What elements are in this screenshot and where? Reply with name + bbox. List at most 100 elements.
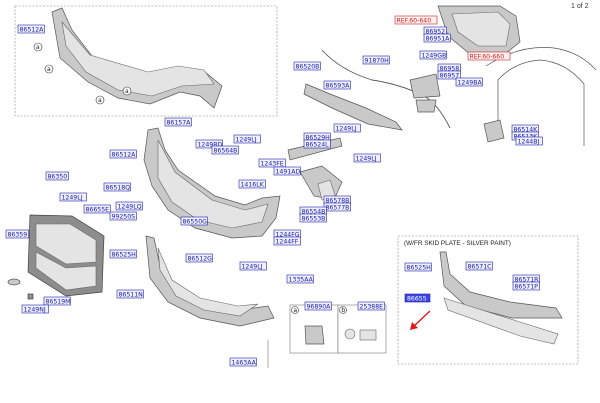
part-label-box <box>109 211 137 221</box>
part-label-86350[interactable]: 86350 <box>45 171 69 181</box>
part-label-box <box>333 123 361 133</box>
part-label-ref.60-640[interactable]: REF.60-640 <box>394 15 438 24</box>
part-label-86519m[interactable]: 86519M <box>43 296 71 305</box>
part-label-86157a[interactable]: 86157A <box>164 117 192 126</box>
highlighted-part-label[interactable]: 86655 <box>404 293 431 302</box>
part-label-text: 86554B <box>302 208 326 215</box>
part-label-box <box>437 70 461 80</box>
part-label-1463aa[interactable]: 1463AA <box>229 357 257 366</box>
part-label-86525h[interactable]: 86525H <box>109 249 137 258</box>
part-label-box <box>353 153 381 163</box>
part-label-86512g[interactable]: 86512G <box>185 253 213 263</box>
part-label-1416lk[interactable]: 1416LK <box>238 179 266 189</box>
part-label-text: 1249BA <box>458 79 483 86</box>
part-label-text: 86350 <box>48 173 68 180</box>
part-label-text: 86359 <box>8 231 28 238</box>
part-label-1335aa[interactable]: 1335AA <box>286 274 314 284</box>
part-label-box <box>304 301 332 311</box>
part-label-text: 1249LQ <box>118 203 142 210</box>
part-label-86577b[interactable]: 86577B <box>323 202 351 211</box>
part-label-text: 1335AA <box>289 276 314 283</box>
part-label-box <box>303 139 331 149</box>
part-label-box <box>238 179 266 189</box>
part-label-box <box>404 262 432 272</box>
part-label-text: 1249NJ <box>24 306 46 313</box>
part-label-1249lj[interactable]: 1249LJ <box>353 153 381 163</box>
part-label-1249nj[interactable]: 1249NJ <box>21 304 49 313</box>
part-label-86512a[interactable]: 86512A <box>109 149 137 159</box>
part-label-1249lj[interactable]: 1249LJ <box>59 192 87 201</box>
bumper-cover-illustration <box>143 127 281 239</box>
part-label-86359[interactable]: 86359 <box>5 229 29 238</box>
part-label-1491ad[interactable]: 1491AD <box>273 166 301 175</box>
part-label-86550g[interactable]: 86550G <box>180 216 208 225</box>
part-label-86511n[interactable]: 86511N <box>116 289 144 298</box>
part-label-1244bj[interactable]: 1244BJ <box>515 136 543 145</box>
part-label-box <box>286 274 314 284</box>
part-label-86525h[interactable]: 86525H <box>404 262 432 272</box>
part-label-text: 86518Q <box>106 184 131 191</box>
part-label-1249bd[interactable]: 1249BD <box>195 139 223 148</box>
part-label-text: 86512G <box>188 255 213 262</box>
svg-text:a: a <box>36 44 40 51</box>
part-label-86593a[interactable]: 86593A <box>323 80 351 90</box>
svg-text:a: a <box>125 88 129 95</box>
part-label-box <box>185 253 213 263</box>
wiring-harness-illustration <box>303 49 451 131</box>
svg-text:b: b <box>341 307 345 314</box>
part-label-1249lj[interactable]: 1249LJ <box>239 261 267 270</box>
part-label-text: 86957 <box>440 72 460 79</box>
part-label-box <box>323 80 351 90</box>
part-label-text: 1249LJ <box>242 263 263 270</box>
clip-icon <box>27 293 34 300</box>
callout-a-1 <box>33 42 43 52</box>
part-label-box <box>109 149 137 159</box>
part-label-text: 86529H <box>306 134 331 141</box>
part-label-99250s[interactable]: 99250S <box>109 211 137 221</box>
part-label-1244ff[interactable]: 1244FF <box>273 236 301 245</box>
part-label-text: 1244BJ <box>518 138 540 145</box>
part-label-text: 86571C <box>468 263 492 270</box>
part-label-1249lj[interactable]: 1249LJ <box>233 134 261 144</box>
part-label-86520b[interactable]: 86520B <box>293 61 321 70</box>
part-label-86524l[interactable]: 86524L <box>303 139 331 149</box>
part-label-86571c[interactable]: 86571C <box>465 261 493 270</box>
part-label-box <box>115 201 143 211</box>
part-label-box <box>45 171 69 181</box>
part-label-text: 86511N <box>119 291 144 298</box>
part-label-86518q[interactable]: 86518Q <box>103 182 131 191</box>
part-label-1249ba[interactable]: 1249BA <box>455 77 483 86</box>
part-label-text: 86571P <box>515 283 539 290</box>
part-label-box <box>233 134 261 144</box>
part-label-text: 86519M <box>46 298 71 305</box>
part-label-86564b[interactable]: 86564B <box>211 145 239 154</box>
part-label-text: 96890A <box>307 303 332 310</box>
part-label-ref.60-660[interactable]: REF.60-660 <box>467 51 511 60</box>
part-label-86512a[interactable]: 86512A <box>17 24 45 33</box>
part-label-box <box>512 281 540 291</box>
part-label-86655e[interactable]: 86655E <box>83 204 111 213</box>
part-label-text: 1249BD <box>198 141 223 148</box>
part-label-1243fe[interactable]: 1243FE <box>258 158 286 167</box>
part-label-text: 86525H <box>112 251 137 258</box>
part-label-text: 1249LJ <box>236 136 257 143</box>
part-label-box <box>362 55 390 65</box>
part-label-96890a[interactable]: 96890A <box>304 301 332 311</box>
part-label-text: 86564B <box>214 147 238 154</box>
part-label-text: 91870H <box>365 57 390 64</box>
part-label-86957[interactable]: 86957 <box>437 70 461 80</box>
part-label-25388e[interactable]: 25388E <box>357 301 385 310</box>
part-label-91870h[interactable]: 91870H <box>362 55 390 65</box>
part-label-text: 1244FF <box>276 238 299 245</box>
part-label-1249lj[interactable]: 1249LJ <box>333 123 361 133</box>
part-label-text: 1249LJ <box>356 155 377 162</box>
part-label-text: 86571R <box>515 276 540 283</box>
part-label-text: 1249GB <box>422 52 447 59</box>
part-label-86571p[interactable]: 86571P <box>512 281 540 291</box>
part-label-86553b[interactable]: 86553B <box>299 213 327 222</box>
part-label-1249lq[interactable]: 1249LQ <box>115 201 143 211</box>
part-label-text: 1244FG <box>276 231 300 238</box>
part-label-1249gb[interactable]: 1249GB <box>419 50 447 59</box>
part-label-86951a[interactable]: 86951A <box>423 33 451 42</box>
